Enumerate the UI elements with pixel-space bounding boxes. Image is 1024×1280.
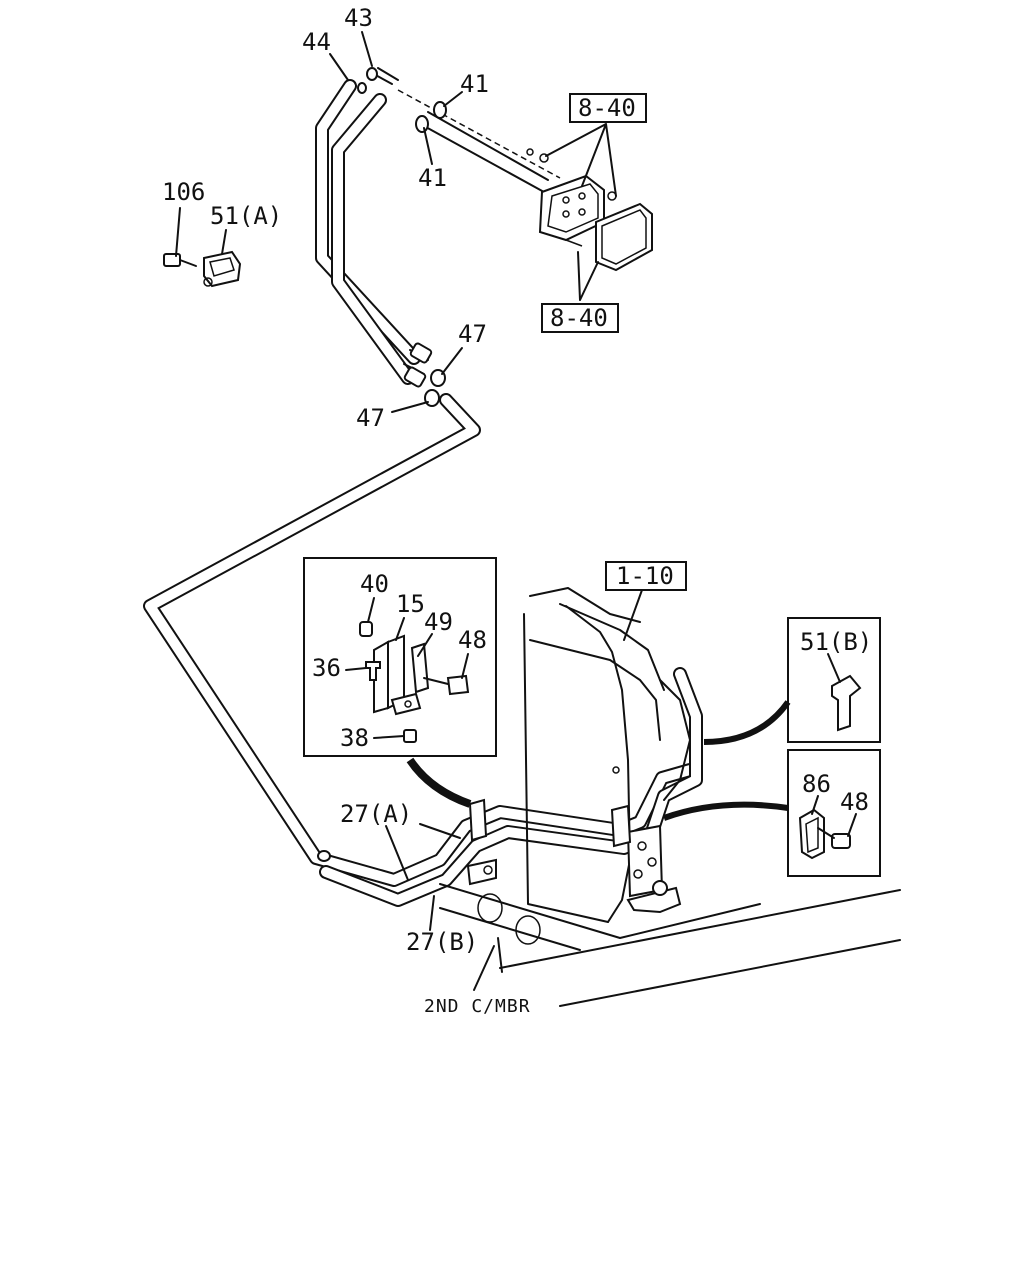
- ref-box-8-40-bottom[interactable]: [541, 303, 619, 333]
- ref-8-40-bottom: 8-40: [550, 304, 608, 332]
- callout-41-top: 41: [460, 70, 489, 98]
- callout-48-inset: 48: [458, 626, 487, 654]
- callout-40: 40: [360, 570, 389, 598]
- upper-pipe-assembly: [315, 67, 561, 407]
- callout-leaders: [175, 31, 857, 931]
- callout-51a: 51(A): [210, 202, 282, 230]
- heater-unit-drawing: [526, 148, 653, 272]
- clip-51a-drawing: [163, 250, 242, 288]
- reference-boxes: 8-40 8-40 1-10: [541, 93, 687, 591]
- callout-38: 38: [340, 724, 369, 752]
- fuel-tank-drawing: [466, 587, 691, 923]
- inset-bracket-detail: [303, 557, 497, 757]
- callout-47-left: 47: [356, 404, 385, 432]
- crossmember-drawing: [419, 823, 901, 1007]
- callout-labels: 43 44 41 41 106 51(A) 47 47 40 15 49 48 …: [162, 4, 872, 956]
- ref-8-40-top: 8-40: [578, 94, 636, 122]
- ref-leader-1-10: [623, 589, 643, 641]
- callout-15: 15: [396, 590, 425, 618]
- ref-leaders-8-40: [545, 123, 617, 301]
- callout-51b: 51(B): [800, 628, 872, 656]
- callout-49: 49: [424, 608, 453, 636]
- inset-clip-86: [787, 749, 881, 877]
- callout-86: 86: [802, 770, 831, 798]
- callout-48-right: 48: [840, 788, 869, 816]
- long-pipe-run: [143, 393, 703, 907]
- inset-clip-51b: [787, 617, 881, 743]
- ref-box-8-40-top[interactable]: [569, 93, 647, 123]
- inset-86-pointer: [662, 801, 789, 821]
- inset-pointer-arrow: [406, 757, 472, 808]
- callout-106: 106: [162, 178, 205, 206]
- callout-27a: 27(A): [340, 800, 412, 828]
- callout-41-bottom: 41: [418, 164, 447, 192]
- inset-51b-pointer: [703, 700, 791, 745]
- callout-27b: 27(B): [406, 928, 478, 956]
- callout-44: 44: [302, 28, 331, 56]
- ref-box-1-10[interactable]: [605, 561, 687, 591]
- ref-1-10: 1-10: [616, 562, 674, 590]
- callout-36: 36: [312, 654, 341, 682]
- callout-43: 43: [344, 4, 373, 32]
- crossmember-label: 2ND C/MBR: [424, 996, 531, 1017]
- callout-47-right: 47: [458, 320, 487, 348]
